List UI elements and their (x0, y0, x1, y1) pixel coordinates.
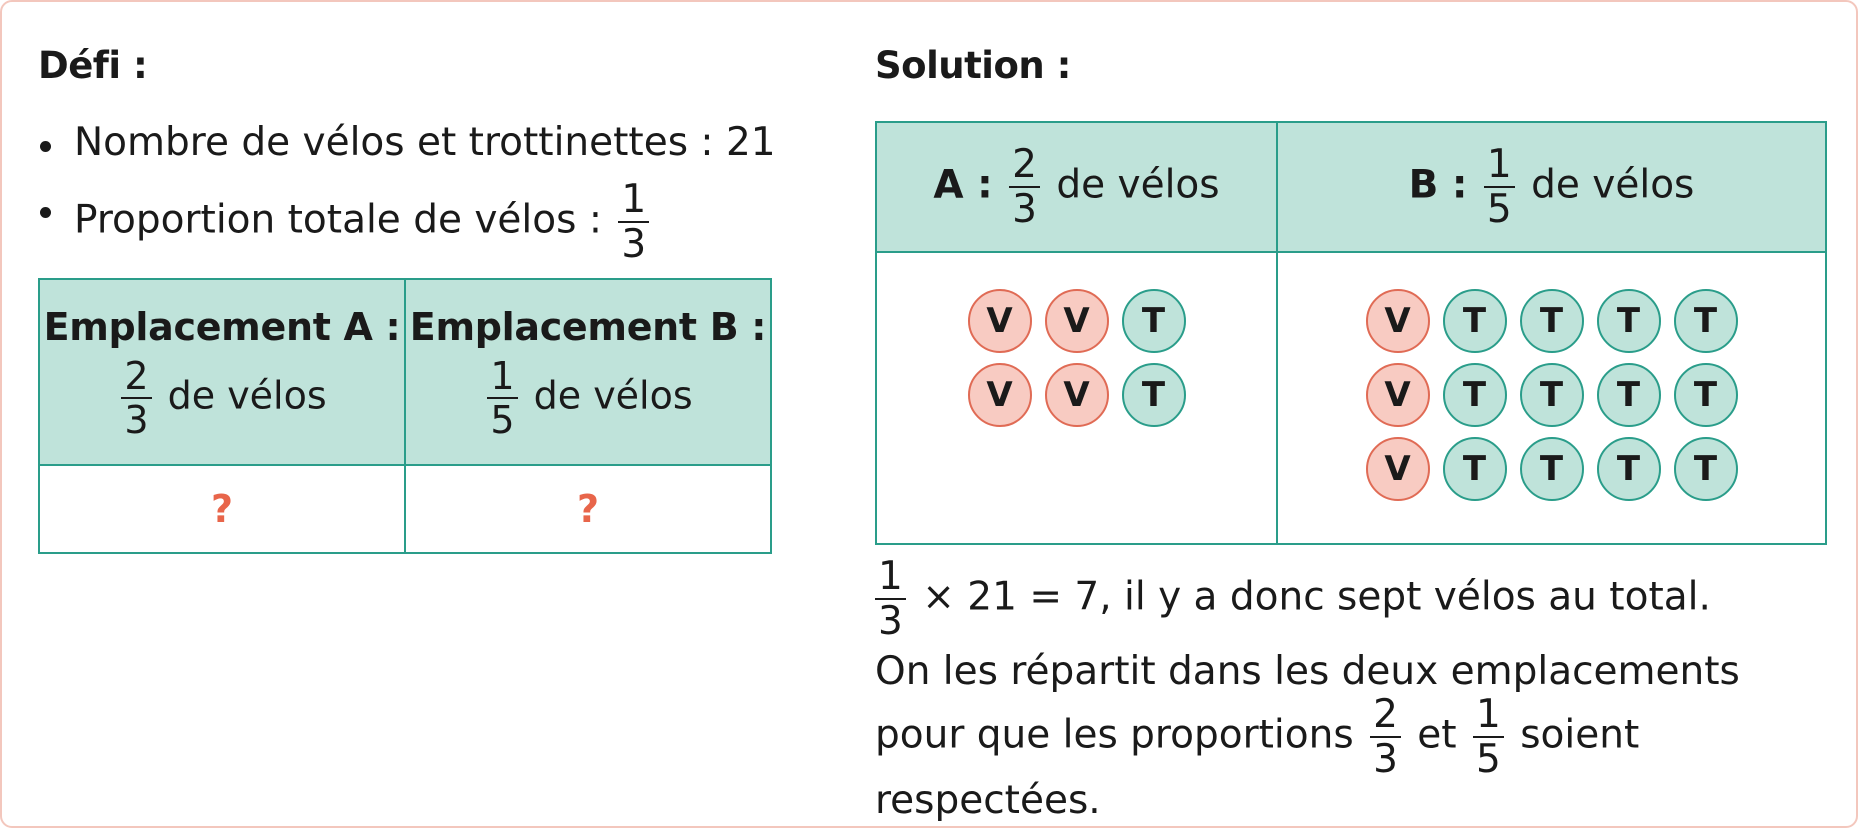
trottinette-token: T (1596, 289, 1661, 353)
velo-token: V (1044, 289, 1109, 353)
defi-cell-a: ? (38, 464, 406, 554)
trottinette-token: T (1442, 363, 1507, 427)
trottinette-token: T (1596, 437, 1661, 501)
bullet-total-count: Nombre de vélos et trottinettes : 21 (36, 114, 776, 180)
solution-heading: Solution : (875, 44, 1071, 87)
velo-token: V (1044, 363, 1109, 427)
trottinette-token: T (1673, 437, 1738, 501)
trottinette-token: T (1519, 437, 1584, 501)
velo-token: V (1365, 437, 1430, 501)
trottinette-token: T (1673, 289, 1738, 353)
question-mark: ? (576, 487, 600, 531)
trottinette-token: T (1442, 437, 1507, 501)
trottinette-token: T (1519, 289, 1584, 353)
question-mark: ? (210, 487, 234, 531)
trottinette-token: T (1121, 289, 1186, 353)
velo-token: V (1365, 363, 1430, 427)
trottinette-token: T (1442, 289, 1507, 353)
defi-cell-b: ? (404, 464, 772, 554)
trottinette-token: T (1121, 363, 1186, 427)
velo-token: V (967, 363, 1032, 427)
velo-token: V (1365, 289, 1430, 353)
trottinette-token: T (1596, 363, 1661, 427)
defi-heading: Défi : (38, 44, 148, 87)
defi-bullet-list: Nombre de vélos et trottinettes : 21 Pro… (36, 114, 776, 264)
trottinette-token: T (1673, 363, 1738, 427)
trottinette-token: T (1519, 363, 1584, 427)
velo-token: V (967, 289, 1032, 353)
solution-explanation: On les répartit dans les deux emplacemen… (875, 649, 1740, 823)
